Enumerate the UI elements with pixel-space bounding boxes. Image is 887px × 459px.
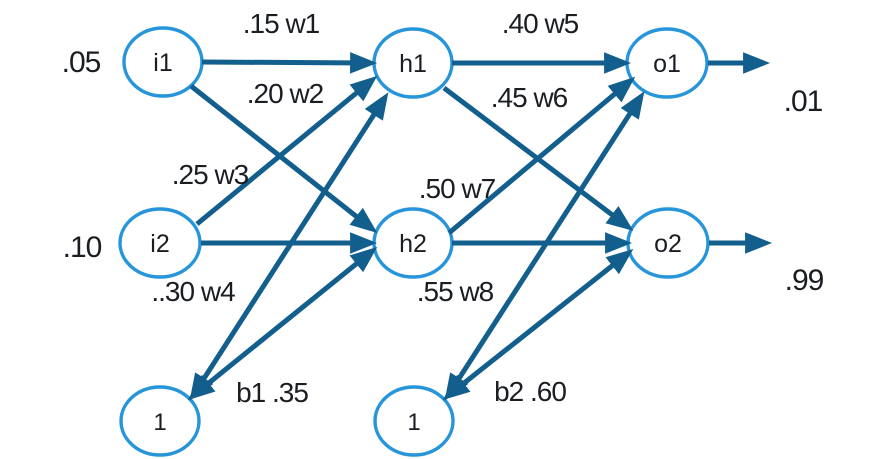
edge-b1-h2	[187, 246, 378, 401]
node-h1-label: h1	[399, 50, 427, 78]
bias-label-b1: b1 .35	[236, 377, 308, 408]
node-b2-circle	[373, 385, 455, 457]
input-value-i2: .10	[63, 231, 102, 264]
node-b1-label: 1	[153, 409, 166, 436]
weight-w7: .50 w7	[419, 173, 496, 204]
input-value-i1: .05	[62, 46, 101, 79]
edge-b2-o1	[444, 91, 645, 401]
edge-i1-h1	[201, 52, 378, 74]
node-i2-label: i2	[150, 230, 169, 258]
node-i1-label: i1	[153, 49, 172, 77]
node-h2-label: h2	[399, 230, 427, 258]
weight-w6: .45 w6	[491, 82, 568, 113]
edge-b2-o2	[442, 248, 634, 401]
weight-w4: ..30 w4	[151, 276, 235, 307]
node-b1-circle	[119, 385, 201, 457]
weight-w5: .40 w5	[502, 8, 579, 39]
weight-w3: .25 w3	[172, 159, 249, 190]
output-value-o1: .01	[784, 85, 823, 118]
node-o2-label: o2	[654, 230, 682, 258]
weight-w2: .20 w2	[247, 78, 324, 109]
bias-label-b2: b2 .60	[494, 376, 566, 407]
labels-layer: i1 i2 1 h1 h2 1 o1 o2 .05 .10 .01 .99 .15 w1 .20 w2 .2…	[62, 8, 825, 436]
node-b2-label: 1	[407, 409, 420, 436]
weight-w8: .55 w8	[417, 276, 494, 307]
output-value-o2: .99	[785, 264, 824, 297]
edge-b1-h1	[189, 92, 389, 401]
weight-w1: .15 w1	[243, 8, 320, 39]
edges-layer	[187, 52, 773, 401]
node-o1-label: o1	[653, 50, 681, 78]
